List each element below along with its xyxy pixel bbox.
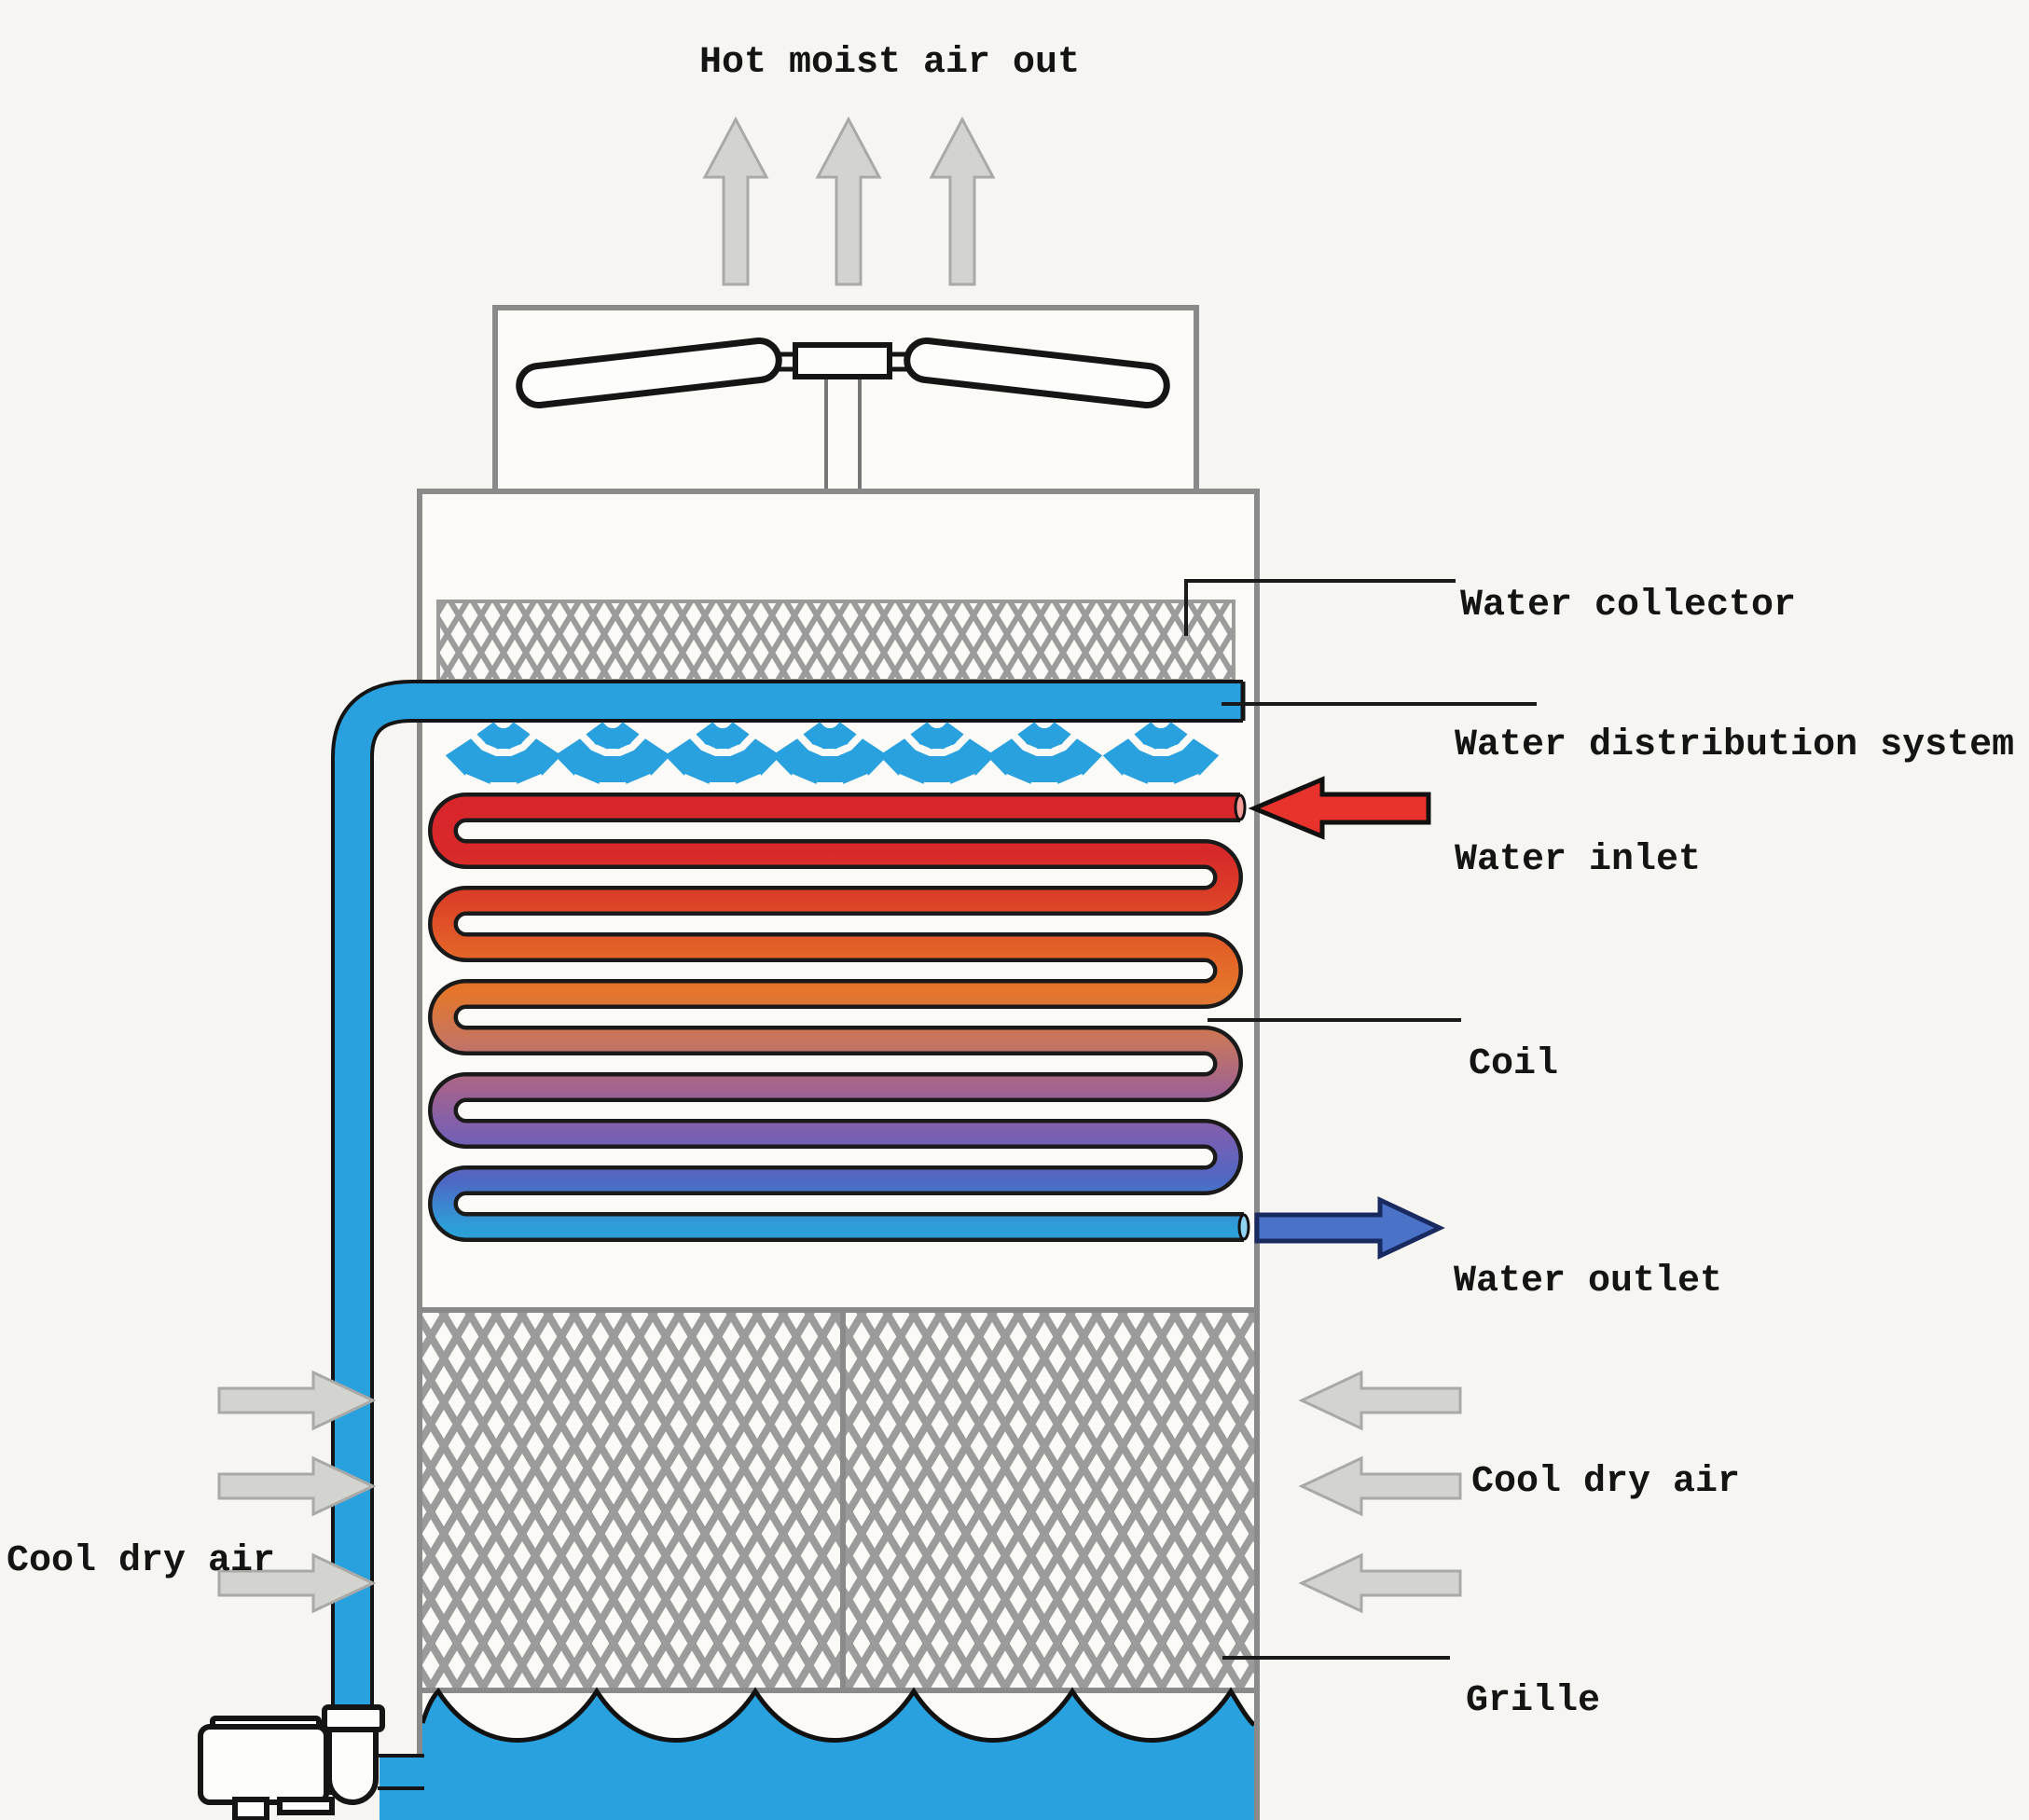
- pump-collar: [322, 1704, 385, 1732]
- hot-air-arrows: [702, 116, 996, 286]
- coil-outlet-end: [1237, 1213, 1250, 1241]
- leader-line-water-collector: [1184, 579, 1456, 636]
- cool-air-arrows: [217, 1370, 1462, 1614]
- label-water-collector: Water collector: [1460, 585, 1797, 627]
- water-surface: [420, 1687, 1256, 1743]
- up-arrow-icon: [702, 116, 769, 286]
- grille-mesh: [420, 1307, 1257, 1693]
- pump-foot: [277, 1797, 335, 1815]
- right-arrow-icon: [217, 1552, 377, 1614]
- left-arrow-icon: [1298, 1455, 1462, 1517]
- water-inlet-arrow-icon: [1248, 776, 1431, 840]
- coil-serpentine: [428, 793, 1250, 1242]
- up-arrow-icon: [929, 116, 996, 286]
- axial-fan-icon: [516, 338, 1170, 493]
- fan-blade-left: [516, 338, 782, 408]
- label-hot-moist-air-out: Hot moist air out: [699, 42, 1081, 84]
- pump-volute: [326, 1725, 379, 1805]
- water-outlet-arrow-icon: [1254, 1196, 1445, 1260]
- pump-foot: [232, 1797, 269, 1820]
- pump-motor: [198, 1724, 329, 1805]
- fan-shaft: [824, 375, 862, 493]
- fan-hub: [793, 342, 892, 379]
- water-distribution-pipe: [335, 683, 1243, 1716]
- left-arrow-icon: [1298, 1370, 1462, 1431]
- label-cool-dry-air-right: Cool dry air: [1471, 1461, 1741, 1503]
- right-arrow-icon: [217, 1370, 377, 1431]
- left-arrow-icon: [1298, 1552, 1462, 1614]
- up-arrow-icon: [815, 116, 882, 286]
- right-arrow-icon: [217, 1455, 377, 1517]
- water-collector-mesh: [436, 600, 1235, 682]
- label-water-distribution: Water distribution system: [1455, 724, 2015, 766]
- label-water-inlet: Water inlet: [1455, 839, 1702, 881]
- circulation-pump-icon: [198, 1704, 424, 1820]
- coil-inlet-end: [1234, 793, 1247, 821]
- label-grille: Grille: [1466, 1680, 1601, 1722]
- fan-blade-right: [904, 338, 1170, 408]
- tower-walls: [417, 489, 1260, 1820]
- label-water-outlet: Water outlet: [1454, 1261, 1723, 1303]
- label-coil: Coil: [1469, 1043, 1559, 1085]
- label-cool-dry-air-left: Cool dry air: [7, 1540, 276, 1582]
